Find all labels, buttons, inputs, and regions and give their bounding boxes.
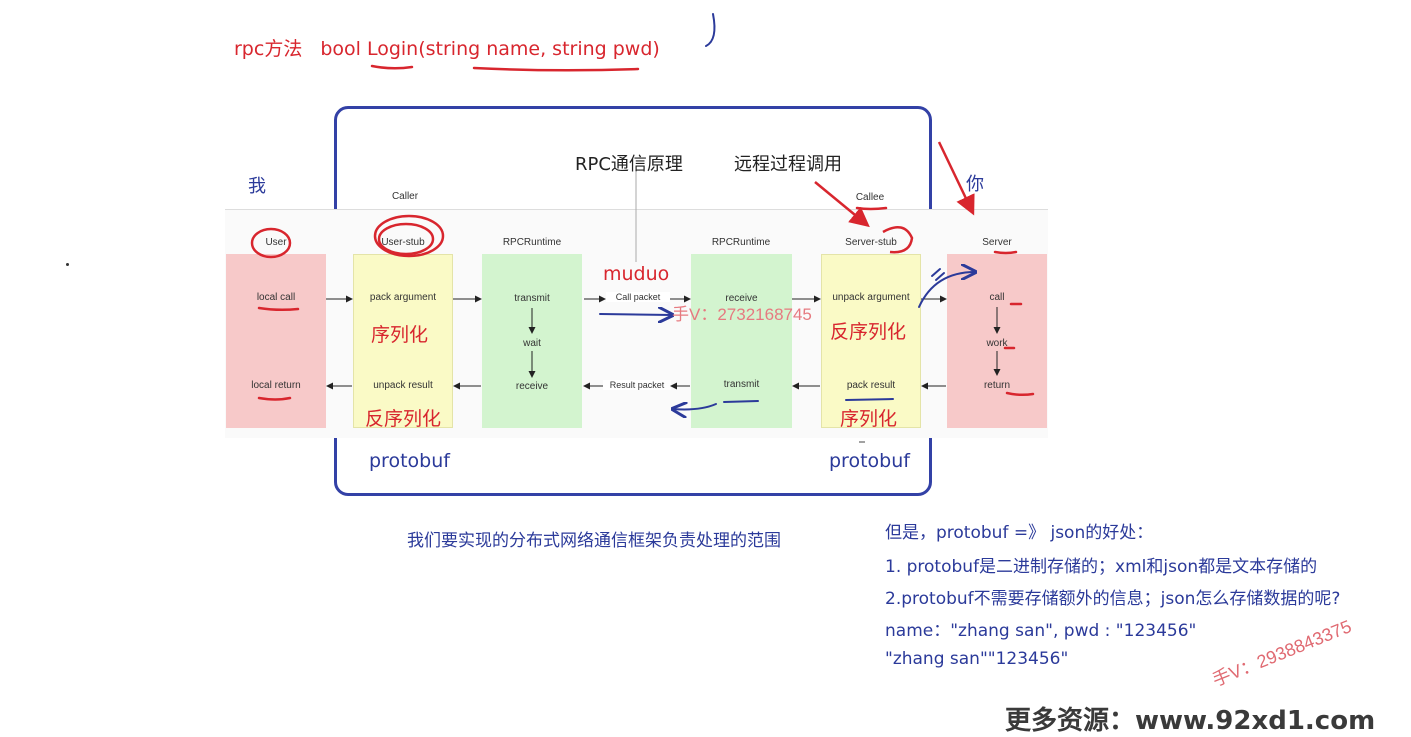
rpcruntime-right-column bbox=[691, 254, 792, 428]
notes-line-4: name："zhang san", pwd : "123456" bbox=[885, 621, 1197, 641]
step-work: work bbox=[986, 338, 1008, 349]
step-local-return: local return bbox=[251, 380, 301, 391]
diagram-arrows bbox=[250, 13, 1035, 443]
stray-dot bbox=[66, 263, 69, 266]
notes-line-2: 1. protobuf是二进制存储的；xml和json都是文本存储的 bbox=[885, 557, 1318, 577]
watermark-contact: 手V：2732168745 bbox=[672, 305, 812, 324]
user-stub-column bbox=[353, 254, 453, 428]
me-label: 我 bbox=[248, 176, 266, 197]
step-unpack-result: unpack result bbox=[373, 380, 433, 391]
serialize-left-annotation: 序列化 bbox=[371, 324, 429, 346]
rpc-method-line: rpc方法 bool Login(string name, string pwd) bbox=[234, 34, 660, 61]
caller-label: Caller bbox=[391, 191, 419, 202]
col-rpcruntime-left-label: RPCRuntime bbox=[502, 237, 562, 248]
step-call: call bbox=[989, 292, 1005, 303]
col-rpcruntime-right-label: RPCRuntime bbox=[711, 237, 771, 248]
server-column bbox=[947, 254, 1047, 428]
col-server-label: Server bbox=[982, 237, 1012, 248]
callee-label: Callee bbox=[855, 192, 885, 203]
notes-line-3: 2.protobuf不需要存储额外的信息；json怎么存储数据的呢? bbox=[885, 589, 1341, 609]
protobuf-left-annotation: protobuf bbox=[369, 450, 450, 472]
step-unpack-argument: unpack argument bbox=[832, 292, 910, 303]
method-label: rpc方法 bbox=[234, 38, 303, 60]
step-local-call: local call bbox=[256, 292, 296, 303]
step-transmit-right: transmit bbox=[723, 379, 760, 390]
muduo-annotation: muduo bbox=[603, 263, 670, 285]
step-wait: wait bbox=[523, 338, 541, 349]
scope-caption: 我们要实现的分布式网络通信框架负责处理的范围 bbox=[407, 531, 781, 551]
serialize-right-annotation: 序列化 bbox=[840, 408, 898, 430]
step-transmit-left: transmit bbox=[514, 293, 550, 304]
step-receive-left: receive bbox=[515, 381, 549, 392]
call-packet-label: Call packet bbox=[606, 292, 670, 302]
step-pack-result: pack result bbox=[846, 380, 896, 391]
step-pack-argument: pack argument bbox=[369, 292, 437, 303]
you-label: 你 bbox=[966, 174, 984, 195]
col-user-stub-label: User-stub bbox=[381, 237, 425, 248]
deserialize-right-annotation: 反序列化 bbox=[830, 321, 907, 343]
diagram-title: RPC通信原理 bbox=[575, 154, 683, 175]
protobuf-right-annotation: protobuf bbox=[829, 450, 910, 472]
rpcruntime-left-column bbox=[482, 254, 582, 428]
result-packet-label: Result packet bbox=[603, 380, 671, 390]
remote-call-label: 远程过程调用 bbox=[734, 154, 842, 175]
method-signature: bool Login(string name, string pwd) bbox=[320, 38, 660, 60]
col-user-label: User bbox=[265, 237, 287, 248]
notes-line-5: "zhang san""123456" bbox=[885, 649, 1069, 669]
step-return: return bbox=[983, 380, 1011, 391]
col-server-stub-label: Server-stub bbox=[845, 237, 897, 248]
step-receive-right: receive bbox=[725, 293, 758, 304]
deserialize-left-annotation: 反序列化 bbox=[365, 408, 442, 430]
notes-line-1: 但是，protobuf =》 json的好处： bbox=[885, 523, 1154, 543]
